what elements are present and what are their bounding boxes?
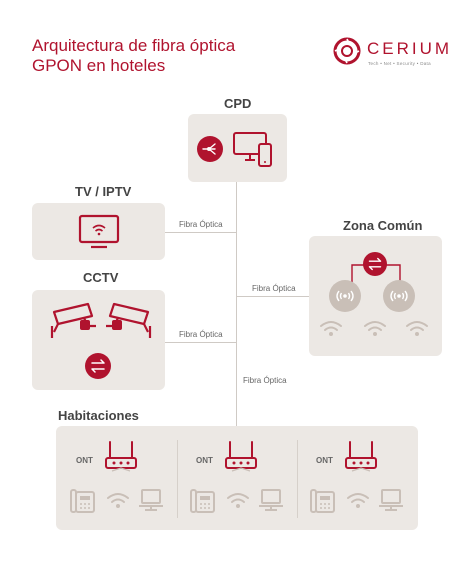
- ont-label: ONT: [316, 456, 333, 465]
- access-point-icon: [383, 280, 415, 312]
- wifi-icon: [320, 321, 342, 336]
- zona-comun-label: Zona Común: [343, 218, 423, 233]
- zona-comun-box: [309, 236, 442, 356]
- laptop-icon: [379, 489, 403, 511]
- access-point-icon: [329, 280, 361, 312]
- laptop-icon: [259, 489, 283, 511]
- ont-router-icon: [345, 441, 377, 472]
- tv-label: TV / IPTV: [75, 184, 132, 199]
- camera-left-icon: [50, 302, 96, 338]
- ont-router-icon: [225, 441, 257, 472]
- page-title: Arquitectura de fibra óptica GPON en hot…: [32, 36, 235, 76]
- desk-phone-icon: [70, 489, 95, 513]
- wifi-icon: [364, 321, 386, 336]
- laptop-icon: [139, 489, 163, 511]
- camera-right-icon: [106, 302, 152, 338]
- link-tv-line: [165, 232, 237, 233]
- room-divider: [177, 440, 178, 518]
- link-zona-line: [236, 296, 309, 297]
- fiber-label-cctv: Fibra Óptica: [177, 330, 225, 339]
- cpd-box: [188, 114, 287, 182]
- habitaciones-label: Habitaciones: [58, 408, 139, 423]
- switch-exchange-icon: [85, 353, 111, 379]
- wifi-icon: [107, 493, 129, 508]
- cerium-logo-mark-icon: [333, 37, 361, 65]
- tv-box: [32, 203, 165, 260]
- fiber-label-habitaciones: Fibra Óptica: [241, 376, 289, 385]
- tv-icon: [78, 214, 120, 249]
- wifi-icon: [406, 321, 428, 336]
- fiber-label-tv: Fibra Óptica: [177, 220, 225, 229]
- habitaciones-box: ONT ONT: [56, 426, 418, 530]
- brand-name: CERIUM: [367, 39, 453, 58]
- cctv-label: CCTV: [83, 270, 119, 285]
- switch-exchange-icon: [363, 252, 387, 276]
- desk-phone-icon: [190, 489, 215, 513]
- link-cctv-line: [165, 342, 237, 343]
- wifi-icon: [227, 493, 249, 508]
- cerium-logo: CERIUM Tech • Net • Security • Data: [333, 33, 451, 73]
- cctv-box: [32, 290, 165, 390]
- cpd-label: CPD: [224, 96, 252, 111]
- phone-icon: [258, 143, 272, 167]
- trunk-line: [236, 182, 237, 426]
- ont-label: ONT: [76, 456, 93, 465]
- title-line-1: Arquitectura de fibra óptica: [32, 36, 236, 55]
- wifi-icon: [347, 493, 369, 508]
- title-line-2: GPON en hoteles: [32, 56, 166, 75]
- room-divider: [297, 440, 298, 518]
- ont-label: ONT: [196, 456, 213, 465]
- fiber-label-zona: Fibra Óptica: [250, 284, 298, 293]
- desk-phone-icon: [310, 489, 335, 513]
- olt-node-icon: [197, 136, 223, 162]
- brand-tagline: Tech • Net • Security • Data: [368, 61, 431, 66]
- ont-router-icon: [105, 441, 137, 472]
